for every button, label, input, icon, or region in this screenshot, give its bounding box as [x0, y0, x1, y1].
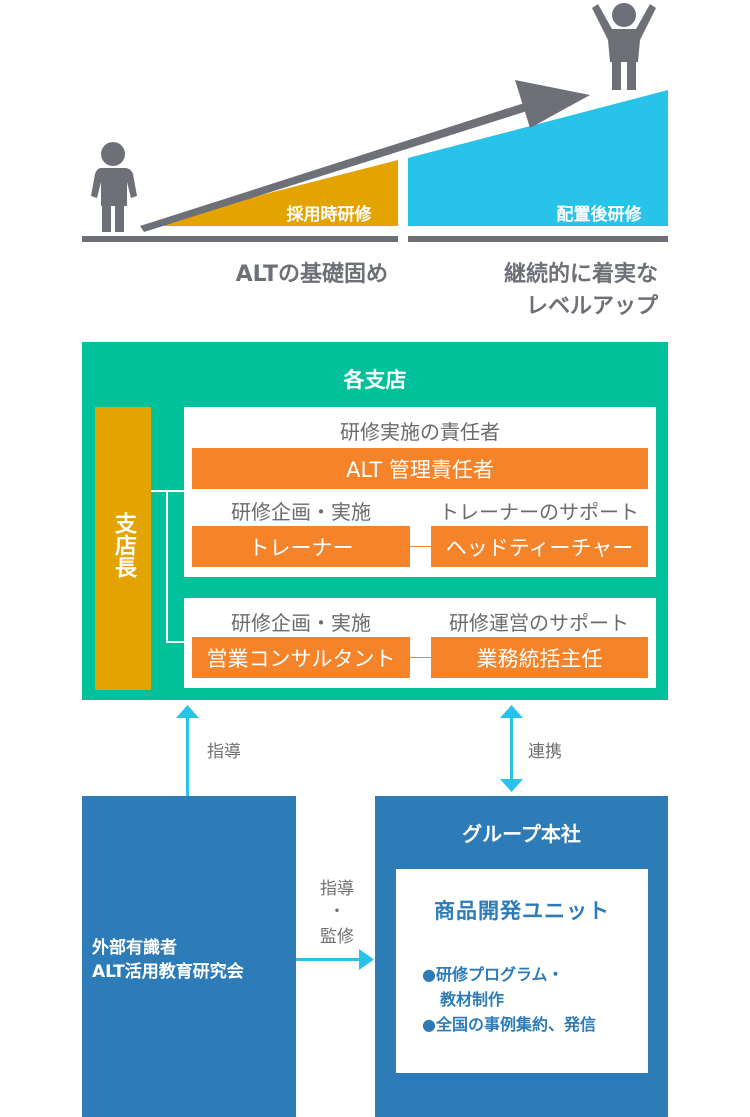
- consultant-role: 研修企画・実施: [231, 611, 371, 635]
- supervise-label-line2: 監修: [320, 927, 354, 947]
- growth-arrow-icon: [140, 80, 590, 232]
- consultant-link-line: [410, 657, 431, 658]
- leader-box: ALT 管理責任者: [192, 448, 648, 489]
- supervisor-box: 業務統括主任: [431, 637, 648, 678]
- ground-line-left: [82, 236, 398, 242]
- headteacher-box: ヘッドティーチャー: [431, 526, 648, 567]
- tree-line-v: [166, 490, 168, 642]
- cooperate-arrow-icon: [500, 705, 523, 792]
- trainer-box: トレーナー: [192, 526, 410, 567]
- unit-title: 商品開発ユニット: [434, 899, 610, 923]
- supervise-label-line1: 指導: [320, 879, 354, 899]
- unit-item2: ●全国の事例集約、発信: [422, 1015, 596, 1034]
- manager-label: 支店長: [111, 512, 136, 578]
- branch-title: 各支店: [343, 368, 407, 392]
- manager-bar: [95, 407, 151, 690]
- cooperate-label: 連携: [528, 742, 562, 762]
- consultant-box: 営業コンサルタント: [192, 637, 410, 678]
- stage2-label: 配置後研修: [556, 205, 642, 225]
- person-standing-icon: [91, 142, 137, 232]
- headteacher-role: トレーナーのサポート: [439, 500, 639, 524]
- external-line1: 外部有識者: [92, 938, 177, 958]
- guide-arrow-icon: [176, 705, 199, 796]
- connector-arrows: [176, 705, 523, 970]
- growth-illustration: [82, 3, 668, 242]
- stage2-caption-line1: 継続的に着実な: [503, 262, 658, 287]
- trainer-link-line: [410, 546, 431, 547]
- stage1-caption: ALTの基礎固め: [235, 262, 388, 287]
- stage2-wedge: [408, 90, 668, 226]
- supervise-label-dot: ・: [328, 902, 346, 922]
- trainer-role: 研修企画・実施: [231, 500, 371, 524]
- unit-box: [396, 869, 648, 1073]
- external-box: [82, 796, 296, 1117]
- hq-title: グループ本社: [462, 822, 581, 846]
- supervisor-role: 研修運営のサポート: [449, 611, 629, 635]
- stage1-label: 採用時研修: [286, 205, 372, 225]
- guide-label: 指導: [207, 742, 241, 762]
- supervise-arrow-icon: [296, 949, 374, 970]
- external-line2: ALT活用教育研究会: [92, 962, 244, 982]
- stage2-caption-line2: レベルアップ: [525, 294, 658, 319]
- unit-item1-line1: ●研修プログラム・: [422, 965, 564, 984]
- tree-line-h2: [166, 641, 184, 643]
- person-cheering-icon: [592, 3, 656, 90]
- ground-line-right: [408, 236, 668, 242]
- top-group-header: 研修実施の責任者: [340, 420, 500, 444]
- unit-item1-line2: 教材制作: [440, 990, 505, 1009]
